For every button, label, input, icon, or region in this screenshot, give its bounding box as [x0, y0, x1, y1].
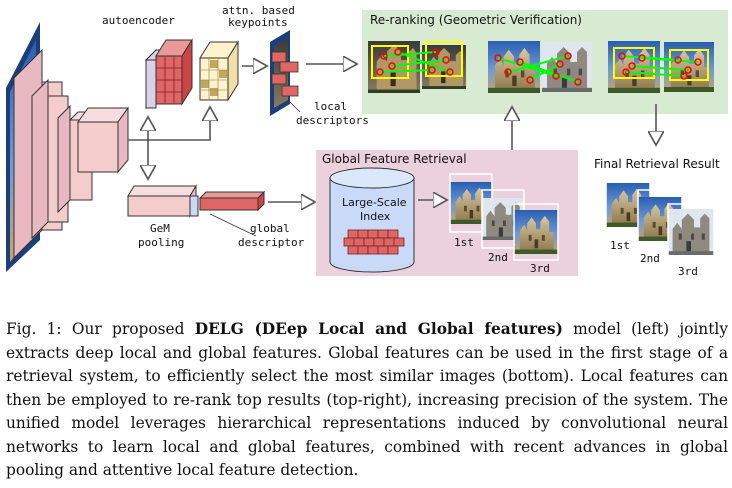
global-descriptor-label-line1: global	[250, 222, 290, 235]
index-label-line1: Large-Scale	[342, 196, 407, 209]
autoencoder-red-cube	[155, 38, 193, 106]
backbone-to-heads-arrows	[128, 110, 210, 176]
index-label-line2: Index	[360, 210, 391, 223]
gem-pooling-block	[127, 184, 199, 218]
caption-model-name: DELG (DEep Local and Global features)	[194, 320, 563, 338]
match-pair-2	[488, 41, 592, 93]
gem-label-line2: pooling	[138, 236, 184, 249]
match-pair-3	[608, 41, 714, 93]
final-rank-2nd: 2nd	[640, 252, 660, 265]
match-pair-1	[368, 41, 466, 93]
local-descriptors-label-line1: local	[314, 100, 347, 113]
global-retrieval-title: Global Feature Retrieval	[322, 152, 467, 166]
caption-prefix: Fig. 1: Our proposed	[6, 320, 195, 338]
reranking-title: Re-ranking (Geometric Verification)	[370, 13, 582, 27]
global-retrieval-panel: Global Feature Retrieval Large-Scale Ind…	[316, 150, 578, 276]
global-descriptor-bar	[198, 190, 266, 237]
final-retrieval-results	[605, 175, 715, 261]
figure-caption: Fig. 1: Our proposed DELG (DEep Local an…	[6, 318, 728, 483]
keypoints-label-line1: attn. based	[222, 4, 295, 17]
retrieval-rank-2nd: 2nd	[488, 251, 508, 264]
gem-label-line1: GeM	[150, 222, 170, 235]
large-scale-index-cylinder: Large-Scale Index	[329, 167, 415, 273]
cnn-layer-blocks	[13, 48, 129, 260]
reranking-panel: Re-ranking (Geometric Verification)	[362, 10, 728, 114]
local-descriptors-block	[270, 30, 301, 116]
local-descriptors-label-line2: descriptors	[296, 114, 369, 127]
retrieval-rank-1st: 1st	[454, 236, 474, 249]
delg-architecture-diagram: autoencoder attn. based keypoints	[6, 4, 728, 278]
final-rank-1st: 1st	[610, 239, 630, 252]
autoencoder-label: autoencoder	[102, 14, 175, 27]
caption-body: model (left) jointly extracts deep local…	[6, 320, 729, 479]
index-descriptor-stack	[343, 229, 405, 255]
global-descriptor-label-line2: descriptor	[238, 236, 305, 249]
autoencoder-block	[144, 38, 193, 110]
attention-keypoints-cube	[199, 40, 239, 102]
final-rank-3rd: 3rd	[678, 265, 698, 278]
global-retrieval-results	[449, 173, 559, 261]
keypoints-label-line2: keypoints	[228, 16, 288, 29]
retrieval-rank-3rd: 3rd	[530, 262, 550, 275]
final-result-title: Final Retrieval Result	[594, 157, 720, 171]
